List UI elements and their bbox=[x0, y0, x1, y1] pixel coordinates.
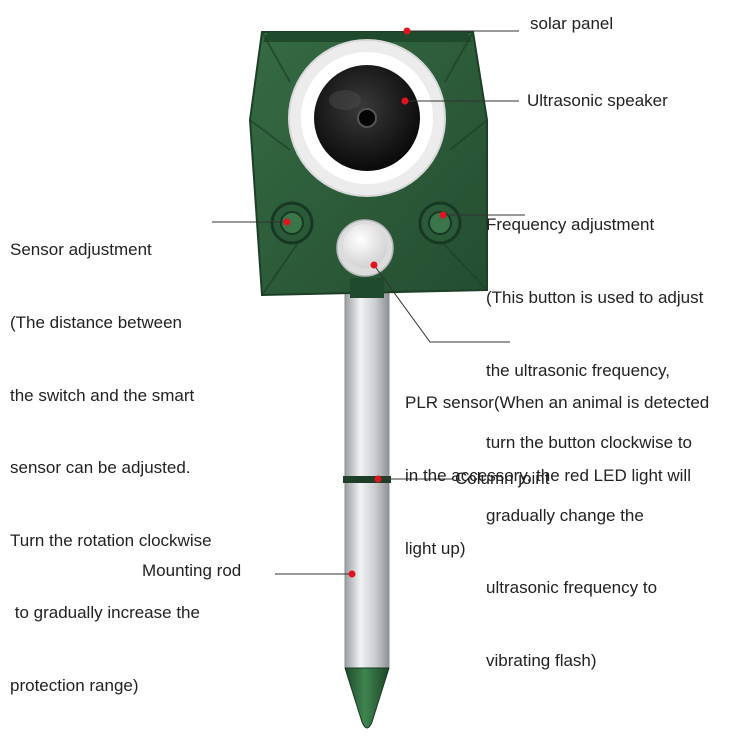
frequency-adjustment-line: gradually change the bbox=[486, 505, 644, 525]
sensor-adjustment-line: Sensor adjustment bbox=[10, 240, 152, 260]
leader-lines bbox=[212, 30, 525, 575]
frequency-adjustment-line: vibrating flash) bbox=[486, 651, 597, 671]
plr-sensor-line: in the accessory, the red LED light will bbox=[405, 466, 691, 486]
sensor-adjustment-line: protection range) bbox=[10, 676, 139, 696]
plr-sensor-line: PLR sensor(When an animal is detected bbox=[405, 393, 710, 413]
ultrasonic-speaker bbox=[288, 39, 446, 197]
label-mounting-rod: Mounting rod bbox=[142, 561, 242, 580]
sensor-adjustment-line: Turn the rotation clockwise bbox=[10, 530, 212, 550]
rod-spike-tip bbox=[344, 667, 390, 729]
solar-panel bbox=[263, 32, 472, 42]
column-joint bbox=[343, 476, 391, 483]
frequency-adjustment-line: ultrasonic frequency to bbox=[486, 578, 658, 598]
mounting-rod bbox=[343, 289, 391, 671]
plr-sensor-line: light up) bbox=[405, 538, 466, 558]
label-column-joint: Column joint bbox=[455, 469, 550, 488]
label-frequency-adjustment: Frequency adjustment (This button is use… bbox=[486, 165, 703, 722]
sensor-adjustment-line: (The distance between bbox=[10, 313, 182, 333]
frequency-adjustment-line: turn the button clockwise to bbox=[486, 433, 693, 453]
frequency-adjustment-knob bbox=[418, 201, 462, 245]
plr-sensor bbox=[336, 219, 394, 277]
frequency-adjustment-line: (This button is used to adjust bbox=[486, 288, 704, 308]
sensor-adjustment-line: sensor can be adjusted. bbox=[10, 458, 191, 478]
sensor-adjustment-knob bbox=[270, 201, 314, 245]
label-sensor-adjustment: Sensor adjustment (The distance between … bbox=[10, 190, 212, 747]
label-plr-sensor: PLR sensor(When an animal is detected in… bbox=[405, 343, 709, 609]
sensor-adjustment-line: the switch and the smart bbox=[10, 385, 195, 405]
label-ultrasonic-speaker: Ultrasonic speaker bbox=[527, 91, 668, 110]
callout-markers bbox=[283, 27, 447, 578]
label-solar-panel: solar panel bbox=[530, 14, 614, 33]
frequency-adjustment-line: the ultrasonic frequency, bbox=[486, 360, 670, 380]
sensor-adjustment-line: to gradually increase the bbox=[10, 603, 200, 623]
frequency-adjustment-line: Frequency adjustment bbox=[486, 215, 655, 235]
